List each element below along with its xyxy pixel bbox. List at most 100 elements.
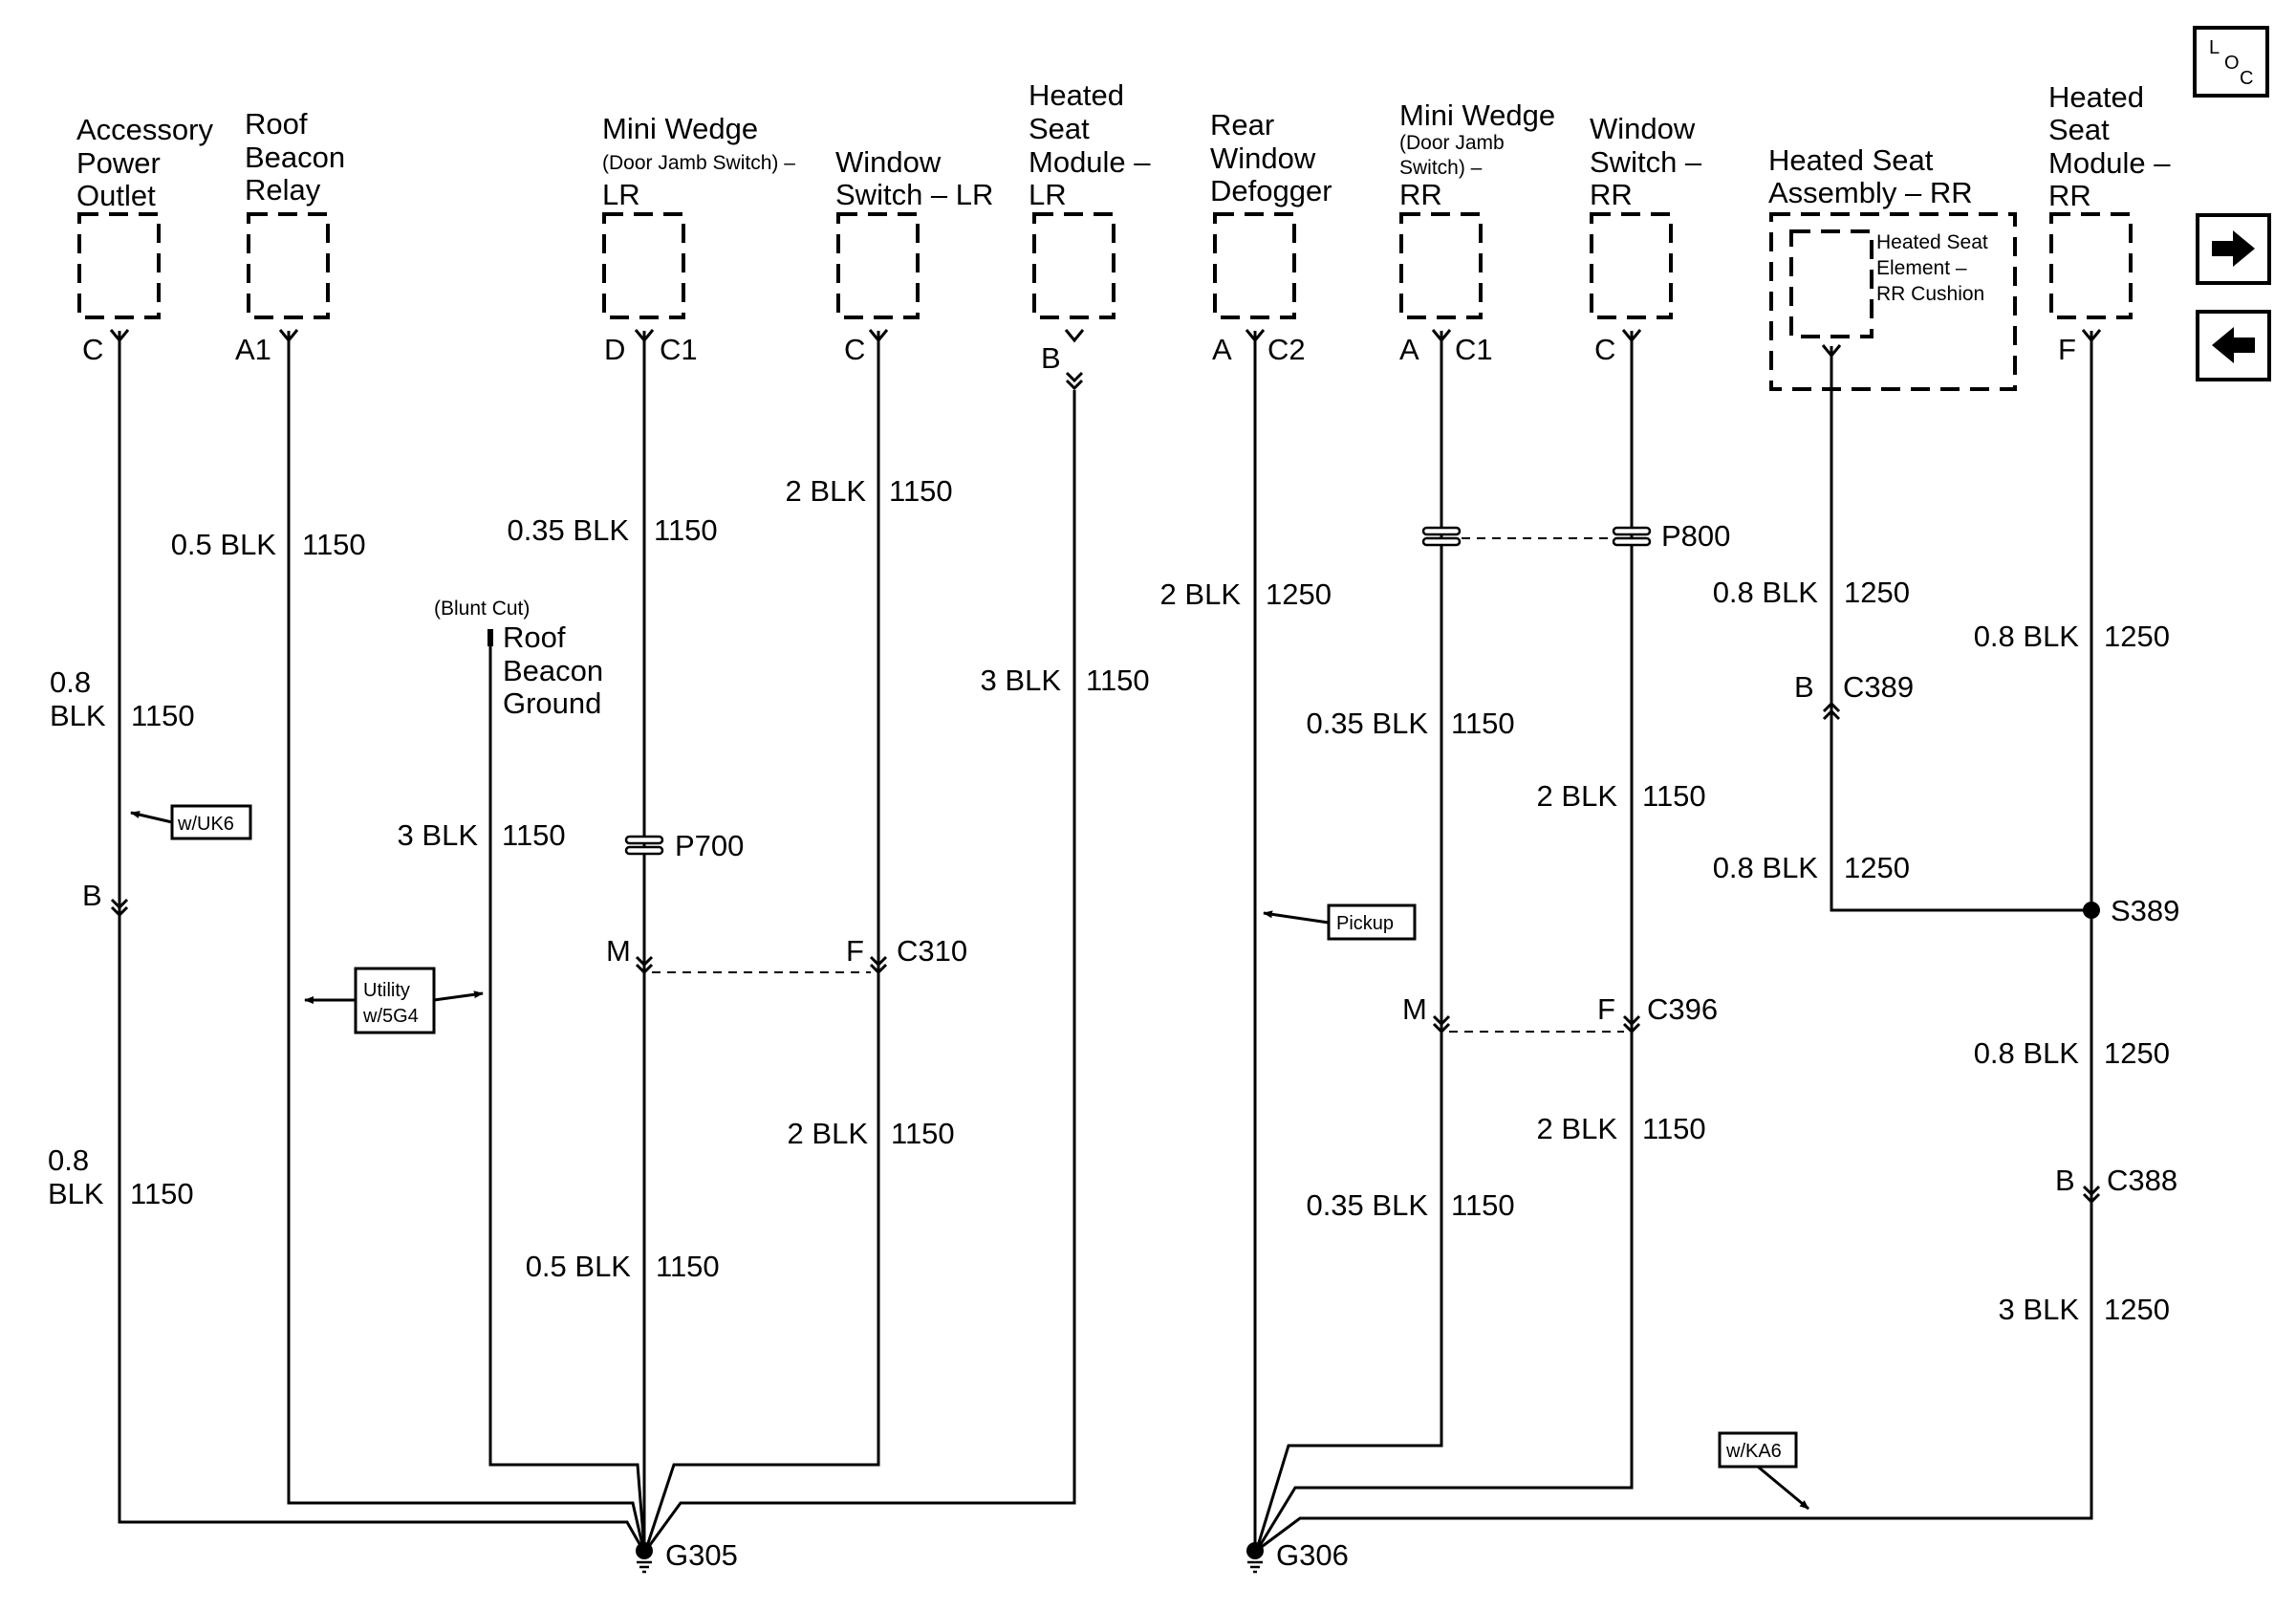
wire-label-hsmlr: 3 BLK [981,664,1062,697]
mwlr-conn-label: C1 [660,333,698,366]
window-switch-rr-box [1590,212,1673,319]
c310-pin-m-label: M [606,934,631,968]
wire-label-rwd: 2 BLK [1160,577,1242,611]
blunt-cut-note: (Blunt Cut) [434,598,530,620]
window-switch-lr-box [836,212,920,319]
circuit-label-rbr: 1150 [302,528,366,561]
p700-label: P700 [675,829,744,862]
hsmlr-pin-label: B [1041,341,1061,375]
c396-label: C396 [1647,992,1718,1026]
c396-pin-f-label: F [1597,992,1615,1026]
mini-wedge-lr-label: Mini Wedge (Door Jamb Switch) – LR [602,112,799,211]
wsrr-pin-label: C [1594,333,1615,366]
c310-label: C310 [897,934,967,968]
wiring-left-g305 [110,331,1076,1574]
wire-label-mwlr-lower: 0.5 BLK [526,1250,632,1283]
circuit-label-mwrr-upper: 1150 [1451,707,1515,740]
option-uk6-callout: w/UK6 [130,804,252,840]
c388-pin-label: B [2055,1164,2075,1197]
accessory-power-outlet-box [77,212,161,319]
next-page-button[interactable] [2196,213,2271,285]
right-arrow-icon [2212,230,2255,267]
heated-seat-module-lr-box [1032,212,1116,319]
circuit-label-mwlr-lower: 1150 [656,1250,720,1283]
svg-text:Pickup: Pickup [1336,913,1394,934]
g305-label: G305 [665,1538,738,1572]
heated-seat-assembly-rr-label: Heated Seat Assembly – RR [1768,143,1973,209]
hsmrr-pin-label: F [2058,333,2076,366]
c389-pin-label: B [1794,670,1814,704]
svg-text:C: C [2240,68,2253,89]
option-utility-callout: Utility w/5G4 [304,967,484,1034]
circuit-label-wsrr-lower: 1150 [1642,1112,1706,1145]
apo-inline-connector-label: B [82,879,102,912]
mwlr-pin-label: D [604,333,625,366]
svg-text:w/KA6: w/KA6 [1725,1441,1782,1462]
wire-label-hsarr-lower: 0.8 BLK [1713,851,1819,884]
wire-label-mwrr-lower: 0.35 BLK [1306,1188,1428,1222]
apo-pin-label: C [82,333,103,366]
wire-label-rbr: 0.5 BLK [171,528,277,561]
circuit-label-mwrr-lower: 1150 [1451,1188,1515,1222]
heated-seat-module-rr-box [2049,212,2133,319]
wire-label-apo-lower: 0.8 BLK [48,1143,104,1210]
svg-text:L: L [2209,37,2220,58]
rbr-pin-label: A1 [235,333,271,366]
mini-wedge-rr-box [1399,212,1483,319]
wiring-right-g306 [1245,331,2101,1574]
heated-seat-module-rr-label: Heated Seat Module – RR [2048,80,2178,212]
left-arrow-icon [2212,327,2255,363]
option-ka6-callout: w/KA6 [1718,1431,1809,1511]
circuit-label-rwd: 1250 [1266,577,1332,611]
c389-label: C389 [1843,670,1914,704]
window-switch-lr-label: Window Switch – LR [835,145,993,211]
rear-window-defogger-label: Rear Window Defogger [1210,108,1332,207]
circuit-label-rbg: 1150 [502,818,566,852]
heated-seat-element-rr-label: Heated Seat Element – RR Cushion [1876,231,1994,305]
wire-label-apo-upper: 0.8 BLK [50,665,106,732]
wire-label-mwrr-upper: 0.35 BLK [1306,707,1428,740]
wire-label-mwlr-upper: 0.35 BLK [507,513,629,547]
roof-beacon-relay-box [247,212,330,319]
c388-label: C388 [2107,1164,2177,1197]
roof-beacon-ground-label: Roof Beacon Ground [503,620,612,720]
heated-seat-module-lr-label: Heated Seat Module – LR [1029,78,1159,211]
wire-label-wslr-upper: 2 BLK [786,474,867,508]
mwrr-pin-label: A [1399,333,1419,366]
rwd-conn-label: C2 [1267,333,1306,366]
roof-beacon-relay-label: Roof Beacon Relay [245,107,354,207]
wire-label-hsmrr-3: 3 BLK [1999,1293,2080,1326]
mini-wedge-lr-box [602,212,685,319]
g306-label: G306 [1276,1538,1349,1572]
circuit-label-hsarr-upper: 1250 [1844,576,1910,609]
location-button[interactable]: L O C [2193,26,2269,98]
heated-seat-element-rr-box [1789,229,1874,338]
svg-text:O: O [2224,53,2240,74]
rear-window-defogger-box [1213,212,1296,319]
accessory-power-outlet-label: Accessory Power Outlet [76,113,222,212]
wire-label-hsmrr-2: 0.8 BLK [1974,1036,2080,1070]
c310-pin-f-label: F [846,934,864,968]
c396-pin-m-label: M [1402,992,1427,1026]
circuit-label-hsmrr-2: 1250 [2104,1036,2170,1070]
circuit-label-wsrr-upper: 1150 [1642,779,1706,813]
svg-text:w/UK6: w/UK6 [177,814,234,835]
svg-text:Utility w/5G4: Utility w/5G4 [362,980,419,1027]
wire-label-wsrr-lower: 2 BLK [1537,1112,1618,1145]
circuit-label-hsmlr: 1150 [1086,664,1150,697]
option-pickup-callout: Pickup [1263,903,1417,941]
mwrr-conn-label: C1 [1455,333,1493,366]
circuit-label-hsmrr-3: 1250 [2104,1293,2170,1326]
circuit-label-hsmrr-1: 1250 [2104,620,2170,653]
wire-label-wslr-lower: 2 BLK [788,1117,869,1150]
circuit-label-mwlr-upper: 1150 [654,513,718,547]
wire-label-rbg: 3 BLK [398,818,479,852]
previous-page-button[interactable] [2196,310,2271,381]
circuit-label-wslr-upper: 1150 [889,474,953,508]
rwd-pin-label: A [1212,333,1232,366]
wire-label-hsmrr-1: 0.8 BLK [1974,620,2080,653]
wslr-pin-label: C [844,333,865,366]
window-switch-rr-label: Window Switch – RR [1590,112,1710,211]
circuit-label-hsarr-lower: 1250 [1844,851,1910,884]
